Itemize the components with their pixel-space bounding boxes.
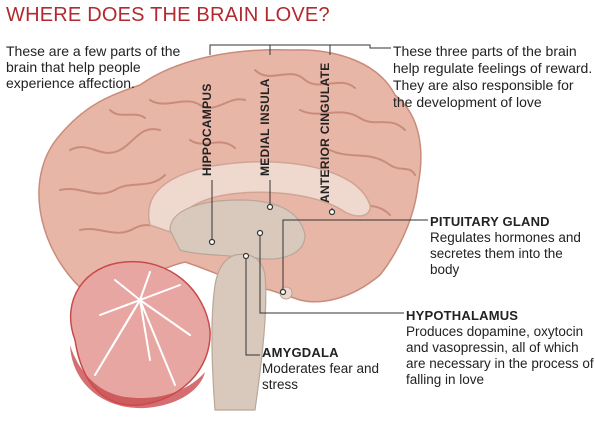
reward-parts-note: These three parts of the brain help regu… (393, 43, 593, 110)
amygdala-callout: AMYGDALA Moderates fear and stress (262, 345, 402, 393)
hypothalamus-body: Produces dopamine, oxytocin and vasopres… (406, 324, 594, 387)
limbic-region (169, 199, 306, 260)
amygdala-body: Moderates fear and stress (262, 361, 380, 392)
medial-insula-label: MEDIAL INSULA (258, 78, 272, 176)
brainstem (211, 253, 267, 411)
corpus-callosum (147, 161, 371, 233)
page-title: WHERE DOES THE BRAIN LOVE? (6, 4, 330, 26)
hypothalamus-heading: HYPOTHALAMUS (406, 308, 519, 323)
pituitary-callout: PITUITARY GLAND Regulates hormones and s… (430, 214, 595, 278)
hippocampus-label: HIPPOCAMPUS (200, 83, 214, 176)
pituitary-body: Regulates hormones and secretes them int… (430, 230, 581, 277)
anterior-cingulate-label: ANTERIOR CINGULATE (318, 62, 332, 203)
hypothalamus-callout: HYPOTHALAMUS Produces dopamine, oxytocin… (406, 308, 595, 388)
cerebellum-rim (70, 345, 205, 409)
pituitary-heading: PITUITARY GLAND (430, 214, 550, 229)
amygdala-heading: AMYGDALA (262, 345, 339, 360)
intro-text: These are a few parts of the brain that … (6, 43, 181, 91)
leader-lines (209, 44, 428, 356)
leader-dots (208, 203, 336, 296)
cerebellum-folds (94, 271, 191, 386)
